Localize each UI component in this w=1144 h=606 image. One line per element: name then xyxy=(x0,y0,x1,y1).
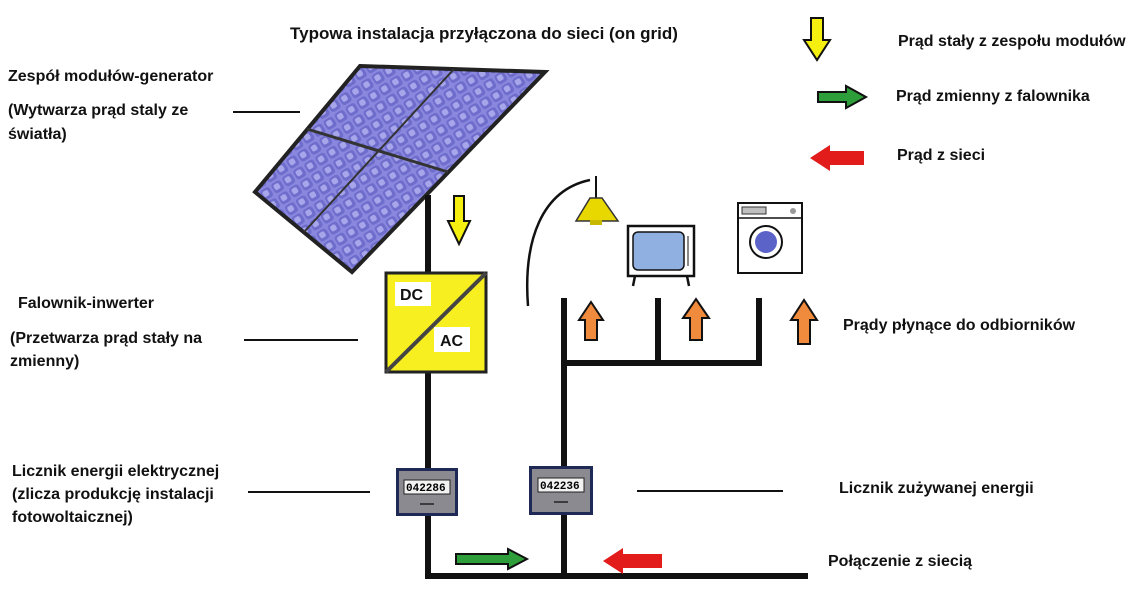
meter2-label: Licznik zużywanej energii xyxy=(839,480,1034,497)
legend-ac-arrow xyxy=(817,84,869,110)
ac-flow-arrow xyxy=(455,547,530,571)
meter1-digits: 042286 xyxy=(406,483,446,495)
meter1-label-line2: (zlicza produkcję instalacji xyxy=(12,486,214,503)
consumer-arrow-tv xyxy=(681,297,711,341)
lamp xyxy=(526,176,620,307)
legend-dc-arrow xyxy=(802,17,832,62)
legend-dc-label: Prąd stały z zespołu modułów xyxy=(898,33,1126,50)
wiring xyxy=(425,195,808,579)
legend-grid-arrow xyxy=(810,145,864,171)
grid-connection-label: Połączenie z siecią xyxy=(828,553,973,570)
modules-title: Zespół modułów-generator xyxy=(8,68,214,85)
modules-desc-line2: światła) xyxy=(8,126,67,143)
consumers-label: Prądy płynące do odbiorników xyxy=(843,317,1076,334)
modules-desc-line1: (Wytwarza prąd staly ze xyxy=(8,102,189,119)
consumption-meter: 042236 xyxy=(529,466,593,515)
dc-flow-arrow xyxy=(446,195,472,247)
solar-panel xyxy=(252,63,550,275)
inverter-ac-label: AC xyxy=(440,333,464,350)
meter2-digits: 042236 xyxy=(540,481,580,493)
meter1-label-line3: fotowoltaicznej) xyxy=(12,509,133,526)
meter1-label-line1: Licznik energii elektrycznej xyxy=(12,463,220,480)
consumer-arrow-lamp xyxy=(577,300,605,341)
inverter-title: Falownik-inwerter xyxy=(18,295,155,312)
washing-machine xyxy=(737,202,803,274)
consumer-arrow-washer xyxy=(789,298,819,345)
inverter-desc-line1: (Przetwarza prąd stały na xyxy=(10,330,203,347)
inverter-box: DC AC xyxy=(384,271,488,374)
grid-flow-arrow xyxy=(603,548,662,574)
inverter-desc-line2: zmienny) xyxy=(10,353,80,370)
production-meter: 042286 xyxy=(396,468,458,516)
legend-ac-label: Prąd zmienny z falownika xyxy=(896,88,1090,105)
diagram-title: Typowa instalacja przyłączona do sieci (… xyxy=(290,24,678,43)
tv xyxy=(626,224,696,287)
legend-grid-label: Prąd z sieci xyxy=(897,147,986,164)
inverter-dc-label: DC xyxy=(400,287,424,304)
